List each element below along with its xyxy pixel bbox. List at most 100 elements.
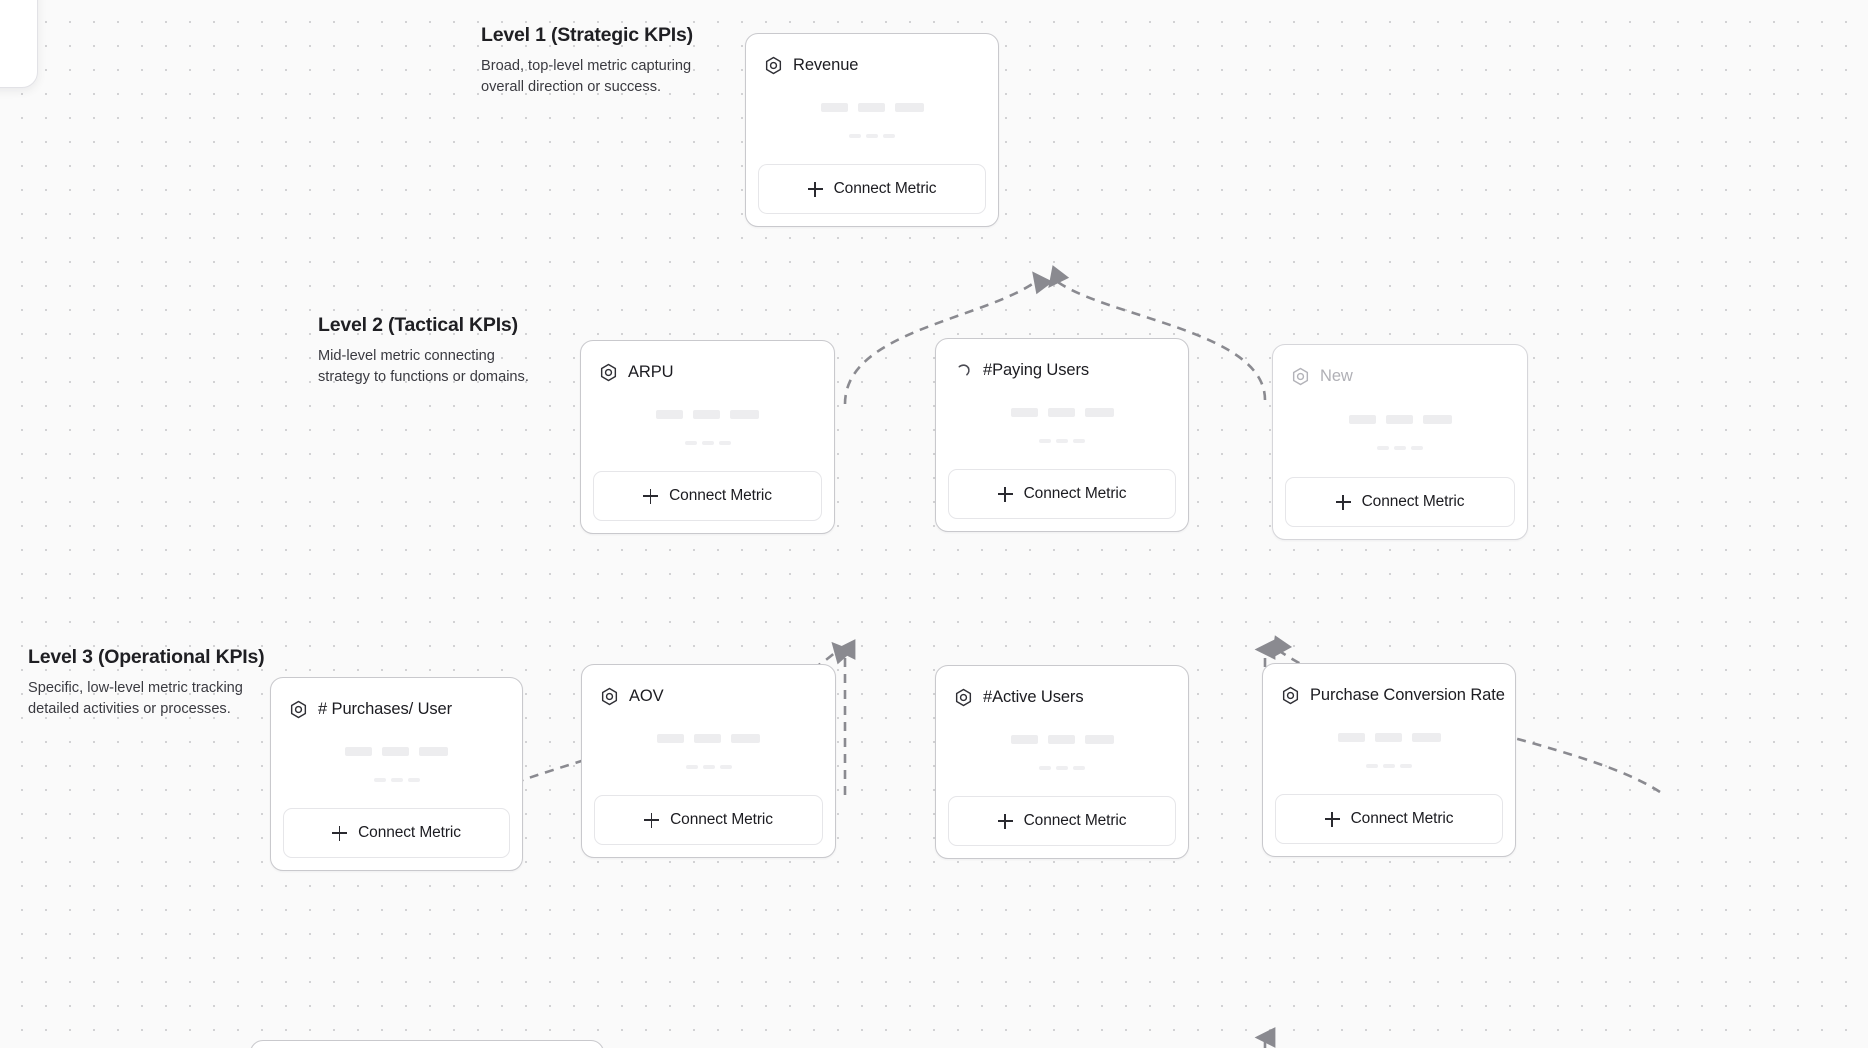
- hexagon-metric-icon: [1292, 367, 1309, 386]
- card-title: #Paying Users: [983, 361, 1089, 379]
- skeleton-bar: [1039, 765, 1051, 770]
- connect-metric-button[interactable]: Connect Metric: [593, 471, 822, 521]
- skeleton-bar: [1056, 438, 1068, 443]
- connect-metric-label: Connect Metric: [358, 824, 461, 841]
- connect-metric-button[interactable]: Connect Metric: [758, 164, 986, 214]
- skeleton-bar: [702, 764, 715, 769]
- level-1-descriptor: Level 1 (Strategic KPIs) Broad, top-leve…: [481, 24, 696, 98]
- skeleton-bar: [1374, 732, 1402, 742]
- skeleton-bar: [1056, 765, 1068, 770]
- connect-metric-button[interactable]: Connect Metric: [948, 469, 1176, 519]
- card-header: New: [1273, 345, 1527, 391]
- skeleton-bar: [1366, 763, 1378, 768]
- skeleton-bar: [1385, 414, 1413, 424]
- card-placeholder-body: [1273, 391, 1527, 477]
- skeleton-bar: [1400, 763, 1412, 768]
- card-header: # Purchases/ User: [271, 678, 522, 724]
- skeleton-row-secondary: [373, 777, 420, 782]
- skeleton-row-secondary: [849, 133, 895, 138]
- skeleton-row-secondary: [1039, 765, 1085, 770]
- skeleton-bar: [1411, 445, 1423, 450]
- metric-card-purchases-per-user[interactable]: # Purchases/ User Connect Metric: [270, 677, 523, 871]
- skeleton-bar: [1039, 438, 1051, 443]
- connect-metric-label: Connect Metric: [1023, 485, 1127, 502]
- hexagon-metric-icon: [601, 687, 618, 706]
- skeleton-bar: [718, 440, 731, 445]
- metric-card-new[interactable]: New Connect Metric: [1272, 344, 1528, 540]
- skeleton-bar: [657, 733, 684, 743]
- connect-metric-label: Connect Metric: [669, 487, 772, 504]
- skeleton-bar: [866, 133, 878, 138]
- skeleton-row-primary: [820, 102, 924, 112]
- skeleton-bar: [731, 733, 760, 743]
- hexagon-metric-icon: [600, 363, 617, 382]
- skeleton-bar: [419, 746, 448, 756]
- skeleton-row-secondary: [685, 764, 732, 769]
- card-header: AOV: [582, 665, 835, 711]
- skeleton-bar: [849, 133, 861, 138]
- skeleton-bar: [1010, 407, 1038, 417]
- connect-metric-button[interactable]: Connect Metric: [594, 795, 823, 845]
- metric-card-aov[interactable]: AOV Connect Metric: [581, 664, 836, 858]
- hexagon-metric-icon: [1282, 686, 1299, 705]
- skeleton-bar: [382, 746, 409, 756]
- connect-metric-button[interactable]: Connect Metric: [283, 808, 510, 858]
- connect-metric-button[interactable]: Connect Metric: [1275, 794, 1503, 844]
- skeleton-row-secondary: [684, 440, 731, 445]
- skeleton-row-secondary: [1039, 438, 1085, 443]
- loading-spinner-icon: [958, 364, 970, 376]
- card-title: ARPU: [628, 363, 674, 381]
- metric-card-paying-users[interactable]: #Paying Users Connect Metric: [935, 338, 1189, 532]
- connect-metric-button[interactable]: Connect Metric: [948, 796, 1176, 846]
- metric-card-active-users[interactable]: #Active Users Connect Metric: [935, 665, 1189, 859]
- skeleton-bar: [1084, 407, 1114, 417]
- level-1-title: Level 1 (Strategic KPIs): [481, 24, 693, 46]
- card-title: New: [1320, 367, 1353, 385]
- metric-card-arpu[interactable]: ARPU Connect Metric: [580, 340, 835, 534]
- plus-icon: [997, 486, 1013, 502]
- skeleton-bar: [1010, 734, 1038, 744]
- floating-toolbar-panel[interactable]: [0, 0, 38, 88]
- card-placeholder-body: [936, 712, 1188, 796]
- skeleton-row-primary: [1010, 734, 1114, 744]
- plus-icon: [997, 813, 1013, 829]
- metric-card-purchase-conversion-rate[interactable]: Purchase Conversion Rate Connect Metric: [1262, 663, 1516, 857]
- level-2-description: Mid-level metric connecting strategy to …: [318, 348, 529, 385]
- skeleton-bar: [684, 440, 697, 445]
- skeleton-row-primary: [1348, 414, 1452, 424]
- skeleton-row-secondary: [1366, 763, 1412, 768]
- card-title: AOV: [629, 687, 664, 705]
- skeleton-bar: [345, 746, 372, 756]
- skeleton-bar: [694, 733, 721, 743]
- card-header: ARPU: [581, 341, 834, 387]
- connect-metric-button[interactable]: Connect Metric: [1285, 477, 1515, 527]
- card-title: Purchase Conversion Rate: [1310, 686, 1505, 704]
- metric-card-revenue[interactable]: Revenue Connect Metric: [745, 33, 999, 227]
- card-title: Revenue: [793, 56, 859, 74]
- skeleton-bar: [1383, 763, 1395, 768]
- metric-card-offscreen-bottom[interactable]: [250, 1040, 604, 1048]
- skeleton-bar: [656, 409, 683, 419]
- level-2-descriptor: Level 2 (Tactical KPIs) Mid-level metric…: [318, 314, 530, 388]
- skeleton-bar: [1073, 438, 1085, 443]
- hexagon-metric-icon: [765, 56, 782, 75]
- plus-icon: [1335, 494, 1351, 510]
- plus-icon: [644, 812, 660, 828]
- plus-icon: [807, 181, 823, 197]
- plus-icon: [1324, 811, 1340, 827]
- card-placeholder-body: [936, 385, 1188, 469]
- connect-metric-label: Connect Metric: [1361, 493, 1465, 510]
- skeleton-bar: [1394, 445, 1406, 450]
- card-placeholder-body: [271, 724, 522, 808]
- skeleton-bar: [1411, 732, 1441, 742]
- card-header: #Active Users: [936, 666, 1188, 712]
- skeleton-row-secondary: [1377, 445, 1423, 450]
- card-header: [251, 1041, 603, 1048]
- card-placeholder-body: [746, 80, 998, 164]
- skeleton-row-primary: [656, 409, 759, 419]
- skeleton-bar: [390, 777, 403, 782]
- card-placeholder-body: [582, 711, 835, 795]
- skeleton-row-primary: [1010, 407, 1114, 417]
- skeleton-bar: [820, 102, 848, 112]
